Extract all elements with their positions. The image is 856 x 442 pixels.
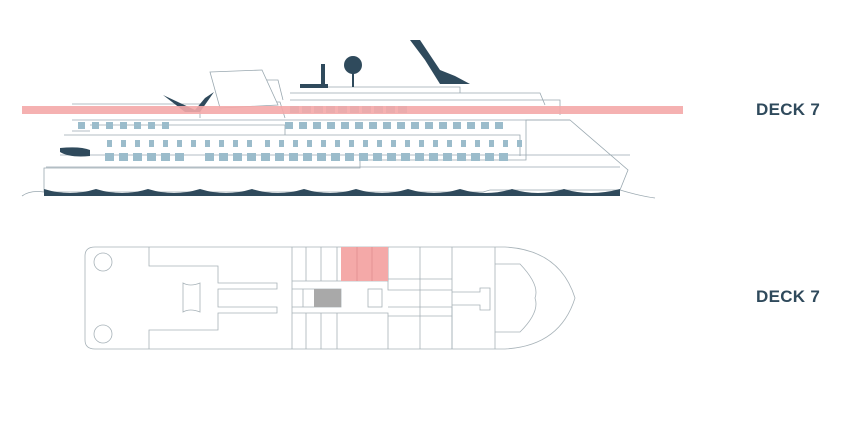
window	[161, 153, 170, 161]
window	[369, 122, 377, 129]
window	[415, 153, 424, 161]
window	[162, 122, 169, 129]
window	[517, 140, 522, 147]
window	[205, 140, 210, 147]
window	[453, 122, 461, 129]
window	[321, 140, 326, 147]
window	[121, 140, 126, 147]
window	[411, 122, 419, 129]
window	[359, 153, 368, 161]
window	[471, 153, 480, 161]
window	[499, 153, 508, 161]
highlighted-cabins	[341, 247, 388, 281]
window	[265, 140, 270, 147]
window	[293, 140, 298, 147]
side-view-deck-label: DECK 7	[756, 100, 821, 119]
window	[383, 122, 391, 129]
window	[175, 153, 184, 161]
window	[345, 153, 354, 161]
window	[149, 140, 154, 147]
window	[106, 122, 113, 129]
window	[439, 122, 447, 129]
window	[247, 153, 256, 161]
window	[163, 140, 168, 147]
waterline-waves	[44, 189, 620, 196]
window	[457, 153, 466, 161]
window	[120, 122, 127, 129]
window	[275, 153, 284, 161]
window	[419, 140, 424, 147]
circular-feature-bottom	[93, 324, 113, 344]
window	[429, 153, 438, 161]
window	[355, 122, 363, 129]
side-windows	[78, 106, 522, 161]
window	[331, 153, 340, 161]
window	[285, 122, 293, 129]
side-view-ship	[21, 69, 656, 199]
window	[205, 153, 214, 161]
window	[467, 122, 475, 129]
window	[105, 153, 114, 161]
plan-view-deck-label: DECK 7	[756, 287, 821, 306]
window	[133, 153, 142, 161]
window	[119, 153, 128, 161]
window	[461, 140, 466, 147]
window	[303, 153, 312, 161]
circular-feature-top	[93, 252, 113, 272]
window	[191, 140, 196, 147]
window	[391, 140, 396, 147]
window	[261, 153, 270, 161]
window	[373, 153, 382, 161]
window	[219, 140, 224, 147]
window	[377, 140, 382, 147]
window	[503, 140, 508, 147]
window	[349, 140, 354, 147]
window	[341, 122, 349, 129]
window	[335, 140, 340, 147]
window	[363, 140, 368, 147]
window	[425, 122, 433, 129]
window	[313, 122, 321, 129]
window	[233, 140, 238, 147]
window	[279, 140, 284, 147]
window	[107, 140, 112, 147]
window	[307, 140, 312, 147]
window	[148, 122, 155, 129]
window	[219, 153, 228, 161]
window	[78, 122, 85, 129]
window	[475, 140, 480, 147]
window	[405, 140, 410, 147]
window	[443, 153, 452, 161]
window	[233, 153, 242, 161]
deck-7-highlight-band	[22, 106, 683, 114]
window	[177, 140, 182, 147]
window	[92, 122, 99, 129]
window	[387, 153, 396, 161]
window	[447, 140, 452, 147]
window	[135, 140, 140, 147]
window	[489, 140, 494, 147]
selected-room	[314, 289, 341, 307]
window	[317, 153, 326, 161]
window	[247, 140, 252, 147]
window	[147, 153, 156, 161]
window	[289, 153, 298, 161]
window	[485, 153, 494, 161]
window	[327, 122, 335, 129]
window	[481, 122, 489, 129]
window	[397, 122, 405, 129]
window	[299, 122, 307, 129]
window	[401, 153, 410, 161]
window	[134, 122, 141, 129]
window	[495, 122, 503, 129]
window	[433, 140, 438, 147]
